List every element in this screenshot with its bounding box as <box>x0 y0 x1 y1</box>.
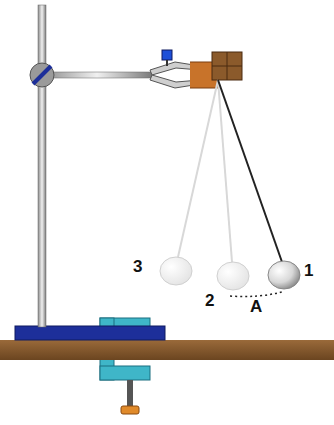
ball-1 <box>268 261 300 289</box>
clamp-screw <box>162 50 172 60</box>
boss-screw <box>33 66 51 84</box>
string-2 <box>218 80 232 262</box>
callout-number: 3 <box>133 258 142 275</box>
swing-path <box>230 292 282 297</box>
callout-number: 1 <box>304 262 313 279</box>
callout-number: A <box>250 298 262 315</box>
wood-block <box>212 52 242 80</box>
clamp-screw <box>127 380 133 408</box>
string-1 <box>218 80 282 262</box>
stand-rod <box>38 5 46 327</box>
screw-knob <box>121 406 139 414</box>
table-board <box>0 340 334 360</box>
boss-head <box>30 63 54 87</box>
callout-number: 2 <box>205 292 214 309</box>
ball-2 <box>217 262 249 290</box>
string-3 <box>178 80 218 257</box>
clamp-arm <box>42 72 152 78</box>
stand-base <box>15 326 165 340</box>
clamp-bottom <box>100 366 150 380</box>
ball-3 <box>160 257 192 285</box>
